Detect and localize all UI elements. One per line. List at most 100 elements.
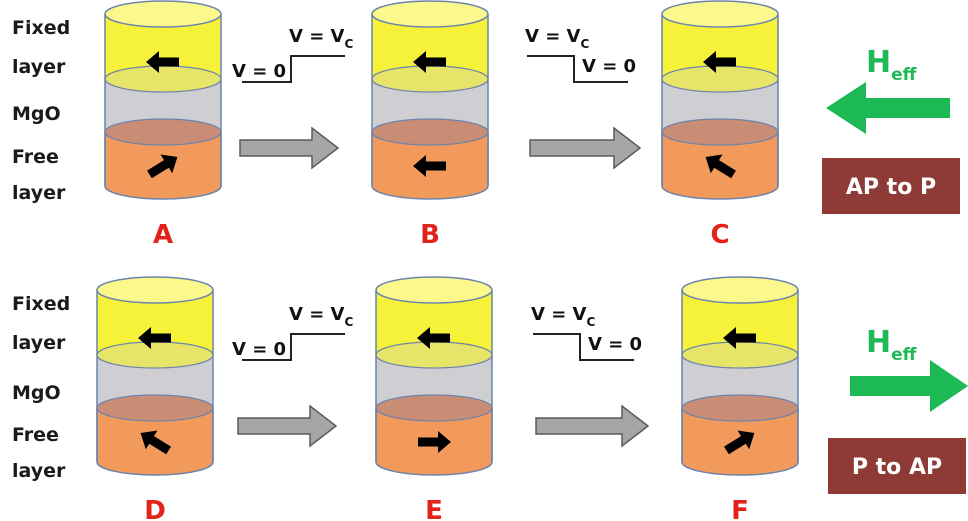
pulse-high-sub: C — [586, 315, 595, 329]
free-magnetization-arrow-icon-shape — [140, 430, 171, 455]
fixed-magnetization-arrow-icon — [723, 327, 756, 349]
voltage-pulse-up: V = 0 V = VC — [232, 26, 353, 83]
mode-box — [828, 438, 966, 494]
stage-e: E — [375, 276, 493, 521]
stage-f: F — [681, 276, 799, 521]
stage-c: C — [661, 0, 779, 250]
free-magnetization-arrow-icon-shape — [413, 155, 446, 177]
fixed-magnetization-arrow-icon — [138, 327, 171, 349]
free-magnetization-arrow-icon — [413, 155, 446, 177]
stages: A B C D E F — [96, 0, 799, 521]
pulse-high-main: V = V — [531, 304, 587, 325]
free-layer-label: layer — [12, 460, 66, 482]
fixed-layer-label: Fixed — [12, 17, 70, 39]
row1-layer-labels: Fixed layer MgO Free layer — [12, 17, 70, 204]
pulse-low-label: V = 0 — [582, 56, 636, 77]
transition-arrows — [237, 126, 650, 448]
free-magnetization-arrow-icon-shape — [418, 431, 451, 453]
heff-field-row2: Heff — [850, 325, 968, 412]
voltage-pulse-down: V = VC V = 0 — [525, 26, 636, 83]
fixed-top-surface — [375, 276, 493, 304]
heff-sub: eff — [891, 345, 917, 365]
pulse-low-label: V = 0 — [232, 339, 286, 360]
heff-label: Heff — [866, 45, 917, 85]
free-magnetization-arrow-icon — [147, 154, 178, 179]
mgo-label: MgO — [12, 382, 61, 404]
mode-box — [822, 158, 960, 214]
stage-label: E — [425, 496, 443, 521]
fixed-bottom-surface — [104, 65, 222, 93]
fixed-magnetization-arrow-icon-shape — [146, 51, 179, 73]
fixed-magnetization-arrow-icon-shape — [417, 327, 450, 349]
stage-b: B — [371, 0, 489, 250]
free-magnetization-arrow-icon-shape — [147, 154, 178, 179]
heff-field-row1: Heff — [826, 45, 950, 134]
free-magnetization-arrow-icon-shape — [705, 154, 736, 179]
row2-layer-labels: Fixed layer MgO Free layer — [12, 293, 70, 482]
fixed-magnetization-arrow-icon-shape — [703, 51, 736, 73]
free-layer-label: Free — [12, 146, 59, 168]
pulse-high-main: V = V — [289, 26, 345, 47]
free-top-surface — [661, 118, 779, 146]
pulse-low-label: V = 0 — [232, 61, 286, 82]
transition-arrow-icon — [237, 404, 338, 448]
free-layer-label: Free — [12, 424, 59, 446]
free-top-surface — [104, 118, 222, 146]
fixed-layer-label: layer — [12, 56, 66, 78]
free-top-surface — [681, 394, 799, 422]
free-magnetization-arrow-icon — [705, 154, 736, 179]
stage-label: F — [731, 496, 749, 521]
pulse-waveform — [242, 55, 345, 83]
fixed-magnetization-arrow-icon — [146, 51, 179, 73]
pulse-high-main: V = V — [525, 26, 581, 47]
free-layer-label: layer — [12, 182, 66, 204]
fixed-magnetization-arrow-icon — [413, 51, 446, 73]
fixed-layer-label: layer — [12, 332, 66, 354]
free-top-surface — [375, 394, 493, 422]
fixed-bottom-surface — [681, 341, 799, 369]
pulse-waveform — [533, 333, 634, 361]
pulse-high-main: V = V — [289, 304, 345, 325]
fixed-bottom-surface — [96, 341, 214, 369]
pulse-high-label: V = VC — [289, 304, 353, 329]
mode-label: P to AP — [852, 455, 942, 480]
fixed-bottom-surface — [661, 65, 779, 93]
heff-right-arrow-icon — [850, 360, 968, 412]
pulse-high-label: V = VC — [531, 304, 595, 329]
stage-label: D — [144, 496, 166, 521]
free-magnetization-arrow-icon — [140, 430, 171, 455]
voltage-pulse-down: V = VC V = 0 — [531, 304, 642, 361]
fixed-top-surface — [96, 276, 214, 304]
transition-arrow-icon — [239, 126, 340, 170]
free-magnetization-arrow-icon-shape — [724, 430, 755, 455]
fixed-bottom-surface — [375, 341, 493, 369]
heff-sub: eff — [891, 65, 917, 85]
stage-a: A — [104, 0, 222, 250]
transition-arrow-icon — [529, 126, 642, 170]
pulse-high-sub: C — [580, 37, 589, 51]
free-top-surface — [96, 394, 214, 422]
stage-label: C — [710, 220, 729, 250]
pulse-low-label: V = 0 — [588, 334, 642, 355]
fixed-magnetization-arrow-icon-shape — [138, 327, 171, 349]
stage-label: B — [420, 220, 440, 250]
pulse-high-sub: C — [344, 37, 353, 51]
fixed-top-surface — [371, 0, 489, 28]
heff-main: H — [866, 325, 891, 360]
stage-label: A — [153, 220, 173, 250]
heff-left-arrow-icon — [826, 82, 950, 134]
fixed-layer-label: Fixed — [12, 293, 70, 315]
free-magnetization-arrow-icon — [418, 431, 451, 453]
mgo-label: MgO — [12, 103, 61, 125]
fixed-magnetization-arrow-icon — [417, 327, 450, 349]
free-magnetization-arrow-icon — [724, 430, 755, 455]
pulse-high-label: V = VC — [525, 26, 589, 51]
fixed-magnetization-arrow-icon — [703, 51, 736, 73]
fixed-magnetization-arrow-icon-shape — [723, 327, 756, 349]
pulse-high-sub: C — [344, 315, 353, 329]
fixed-top-surface — [104, 0, 222, 28]
pulse-waveform — [242, 333, 345, 361]
pulse-waveform — [527, 55, 628, 83]
fixed-magnetization-arrow-icon-shape — [413, 51, 446, 73]
